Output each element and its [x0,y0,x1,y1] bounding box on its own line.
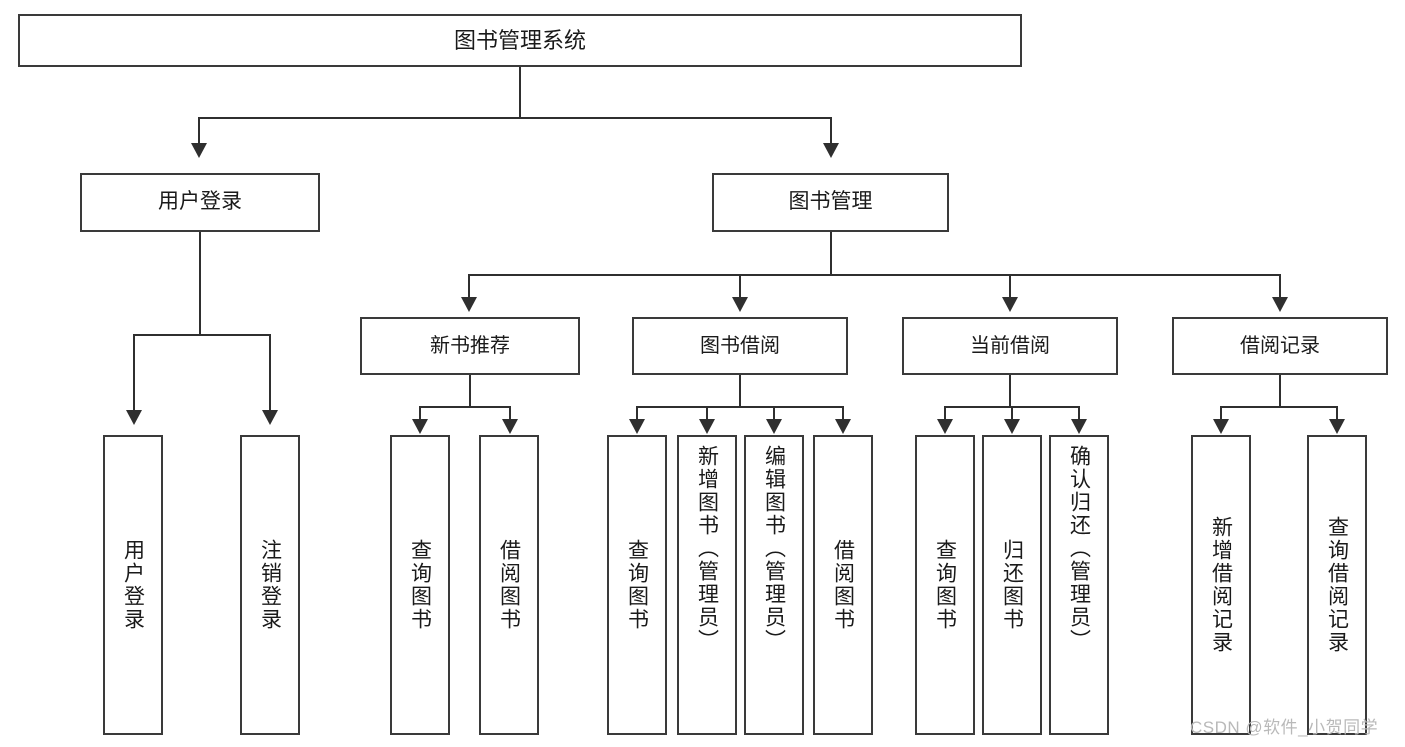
connector-user-login-drop-1 [133,334,135,413]
connector-user-login-stem [199,232,201,335]
node-label: 注销登录 [258,539,282,631]
arrowhead-icon [835,419,851,434]
node-label: 编辑图书（管理员） [762,445,786,652]
connector-current-borrow-drop-2 [1011,406,1013,422]
node-label: 图书管理系统 [453,27,586,53]
leaf-user-logout[interactable]: 注销登录 [240,435,300,735]
arrowhead-icon [732,297,748,312]
node-label: 图书借阅 [700,334,780,357]
arrowhead-icon [937,419,953,434]
connector-user-login-drop-2 [269,334,271,413]
connector-borrow-record-stem [1279,375,1281,407]
leaf-return-book[interactable]: 归还图书 [982,435,1042,735]
connector-book-borrow-bar [636,406,844,408]
connector-book-mgmt-stem [830,232,832,275]
node-label: 用户登录 [121,539,145,631]
node-label: 查询借阅记录 [1325,516,1349,654]
node-label: 确认归还（管理员） [1067,445,1091,652]
arrowhead-icon [823,143,839,158]
connector-book-borrow-drop-2 [706,406,708,422]
node-user-login[interactable]: 用户登录 [80,173,320,232]
arrowhead-icon [262,410,278,425]
node-book-borrow[interactable]: 图书借阅 [632,317,848,375]
connector-new-book-drop-1 [419,406,421,422]
connector-current-borrow-stem [1009,375,1011,407]
leaf-add-book-admin[interactable]: 新增图书（管理员） [677,435,737,735]
node-label: 借阅记录 [1240,334,1320,357]
connector-user-login-bar [133,334,269,336]
connector-book-borrow-drop-3 [773,406,775,422]
node-label: 归还图书 [1000,539,1024,631]
connector-book-mgmt-drop-2 [739,274,741,300]
node-label: 当前借阅 [970,334,1050,357]
arrowhead-icon [1272,297,1288,312]
connector-root-right-drop [830,117,832,147]
node-label: 借阅图书 [497,539,521,631]
node-new-book-recommend[interactable]: 新书推荐 [360,317,580,375]
node-label: 借阅图书 [831,539,855,631]
node-label: 新增借阅记录 [1209,516,1233,654]
arrowhead-icon [699,419,715,434]
arrowhead-icon [1071,419,1087,434]
leaf-borrow-book-recommend[interactable]: 借阅图书 [479,435,539,735]
connector-book-borrow-drop-4 [842,406,844,422]
connector-borrow-record-drop-1 [1220,406,1222,422]
arrowhead-icon [126,410,142,425]
leaf-confirm-return-admin[interactable]: 确认归还（管理员） [1049,435,1109,735]
node-label: 查询图书 [933,539,957,631]
connector-book-mgmt-drop-3 [1009,274,1011,300]
connector-root-bar [198,117,832,119]
connector-borrow-record-bar [1220,406,1338,408]
connector-book-borrow-stem [739,375,741,407]
leaf-query-book-recommend[interactable]: 查询图书 [390,435,450,735]
connector-root-left-drop [198,117,200,147]
leaf-query-book-current[interactable]: 查询图书 [915,435,975,735]
connector-book-mgmt-bar [468,274,1280,276]
node-root-system[interactable]: 图书管理系统 [18,14,1022,67]
arrowhead-icon [1213,419,1229,434]
connector-book-mgmt-drop-4 [1279,274,1281,300]
node-book-management[interactable]: 图书管理 [712,173,949,232]
arrowhead-icon [1329,419,1345,434]
connector-book-mgmt-drop-1 [468,274,470,300]
arrowhead-icon [412,419,428,434]
node-current-borrow[interactable]: 当前借阅 [902,317,1118,375]
node-label: 新增图书（管理员） [695,445,719,652]
node-label: 查询图书 [625,539,649,631]
arrowhead-icon [766,419,782,434]
node-borrow-record[interactable]: 借阅记录 [1172,317,1388,375]
arrowhead-icon [502,419,518,434]
leaf-user-login[interactable]: 用户登录 [103,435,163,735]
arrowhead-icon [1004,419,1020,434]
connector-book-borrow-drop-1 [636,406,638,422]
connector-root-stem [519,67,521,118]
leaf-query-book-borrow[interactable]: 查询图书 [607,435,667,735]
connector-new-book-bar [419,406,511,408]
connector-current-borrow-drop-1 [944,406,946,422]
arrowhead-icon [1002,297,1018,312]
node-label: 图书管理 [788,190,873,214]
leaf-add-borrow-record[interactable]: 新增借阅记录 [1191,435,1251,735]
arrowhead-icon [191,143,207,158]
leaf-borrow-book[interactable]: 借阅图书 [813,435,873,735]
leaf-edit-book-admin[interactable]: 编辑图书（管理员） [744,435,804,735]
node-label: 查询图书 [408,539,432,631]
node-label: 用户登录 [158,190,242,214]
leaf-query-borrow-record[interactable]: 查询借阅记录 [1307,435,1367,735]
watermark: CSDN @软件_小贺同学 [1190,718,1379,737]
connector-new-book-stem [469,375,471,407]
arrowhead-icon [461,297,477,312]
connector-current-borrow-drop-3 [1078,406,1080,422]
connector-new-book-drop-2 [509,406,511,422]
node-label: 新书推荐 [430,334,510,357]
connector-borrow-record-drop-2 [1336,406,1338,422]
arrowhead-icon [629,419,645,434]
